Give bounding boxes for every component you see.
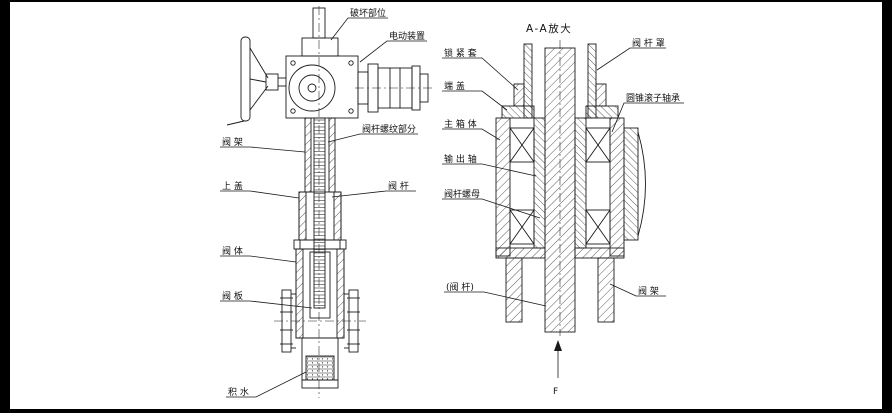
callout-main-box: 主 箱 体 [442,118,501,141]
label-upper-cover: 上 盖 [222,180,243,192]
label-main-box: 主 箱 体 [444,118,477,130]
label-taper-bearing: 圆锥滚子轴承 [626,92,680,104]
force-arrow-head [554,340,562,351]
section-aa-view [495,40,646,336]
label-stem-nut: 阀杆螺母 [444,188,480,200]
callout-output-shaft: 输 出 轴 [442,153,537,177]
section-bearings [509,127,611,245]
callout-stem-cover: 阀 杆 罩 [596,37,666,71]
label-damage-part: 破坏部位 [350,7,386,19]
label-stem-thread: 阀杆螺纹部分 [362,123,416,135]
bottom-cap [301,337,339,389]
callout-yoke-left: 阀 架 [220,137,306,153]
callout-stem-ref: (阀 杆) [444,281,547,307]
label-lock-sleeve: 锁 紧 套 [444,47,477,59]
callout-stem: 阀 杆 [331,180,416,198]
section-end-cover [501,105,619,119]
callout-end-cover: 端 盖 [442,80,508,111]
handwheel [226,36,286,126]
upper-cover [293,191,347,250]
callout-taper-bearing: 圆锥滚子轴承 [611,92,684,133]
label-end-cover: 端 盖 [444,80,465,92]
callout-upper-cover: 上 盖 [220,180,300,199]
actuator-gearbox [285,37,359,119]
section-yoke-walls [505,257,615,323]
label-plate: 阀 板 [222,290,243,302]
callout-plate: 阀 板 [220,290,313,309]
label-stem-cover: 阀 杆 罩 [632,37,665,49]
label-stem-ref: (阀 杆) [446,281,474,293]
label-stem: 阀 杆 [388,180,409,192]
left-assembly-view [226,6,432,398]
callout-stem-nut: 阀杆螺母 [442,188,541,219]
label-output-shaft: 输 出 轴 [444,153,477,165]
electric-motor [355,63,432,113]
section-output-shaft [533,117,587,249]
callout-water: 积 水 [226,371,307,398]
callout-electric-actuator: 电动装置 [359,30,427,63]
yoke-and-stem [304,117,336,309]
section-stem [544,47,576,333]
callout-stem-thread: 阀杆螺纹部分 [327,123,418,143]
drawing-sheet [10,2,882,409]
label-yoke-right: 阀 架 [638,286,659,297]
label-force: F [553,387,558,397]
callout-body: 阀 体 [220,245,297,263]
callout-lock-sleeve: 锁 紧 套 [442,47,519,91]
callout-yoke-right: 阀 架 [609,283,666,297]
label-yoke-left: 阀 架 [222,137,243,148]
section-view-labels: A-A放大 锁 紧 套 端 盖 主 箱 体 输 出 轴 阀杆螺母 阀 杆 罩 圆… [442,22,684,397]
label-electric-actuator: 电动装置 [389,30,425,42]
label-body: 阀 体 [222,245,243,257]
left-view-labels: 破坏部位 电动装置 阀 架 阀杆螺纹部分 上 盖 阀 杆 阀 体 阀 板 [220,7,427,398]
section-main-box [495,117,646,259]
label-water: 积 水 [228,386,249,398]
callout-damage-part: 破坏部位 [330,7,388,41]
section-title: A-A放大 [526,22,572,35]
pipe-flanges [274,289,366,353]
force-arrow: F [553,340,562,397]
